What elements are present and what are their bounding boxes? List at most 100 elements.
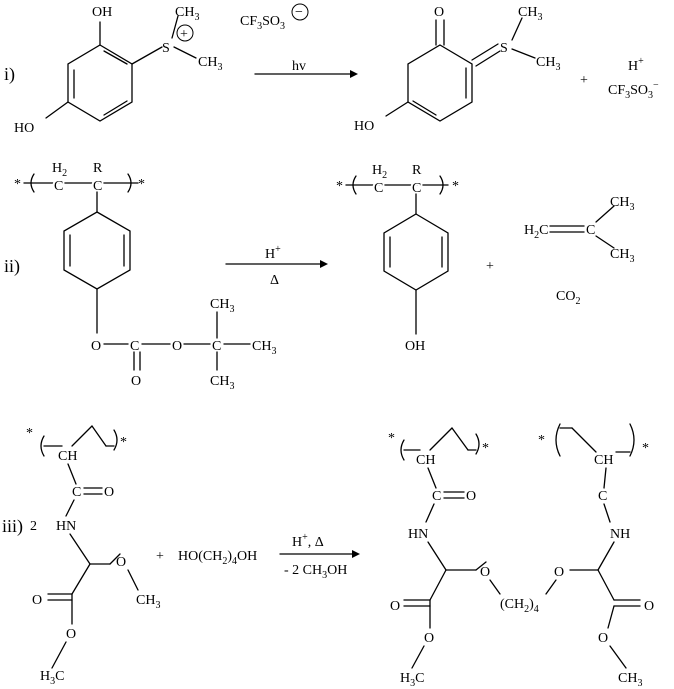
isobutene-me-2: CH3 (610, 247, 634, 265)
isobutene-c: C (586, 223, 595, 238)
aryl-o: O (91, 339, 101, 354)
plus-iii: + (156, 549, 164, 564)
product-linker: (CH2)4 (500, 597, 539, 615)
benzene-ring (68, 45, 132, 121)
reaction-ii: ii) * * H2 C R C O C O O C (4, 161, 634, 392)
arrow-ii-bottom: Δ (270, 273, 279, 288)
product-hydroxyl: HO (354, 119, 374, 134)
svg-text:O: O (390, 599, 400, 614)
product-ii-polyhydroxystyrene: * * H2 C R C OH (336, 163, 459, 354)
amide-nh: HN (56, 519, 76, 534)
tbu-me-1: CH3 (210, 297, 234, 315)
product-ch-2: CH (594, 453, 613, 468)
isobutene-h2c: H2C (524, 223, 548, 241)
chain-end-right: * (120, 435, 127, 450)
product-end-2: * (482, 441, 489, 456)
reactant-i-phenol-sulfonium: OH HO S + CH3 CH3 (14, 5, 222, 136)
product-hn: HN (408, 527, 428, 542)
positive-charge: + (180, 27, 188, 42)
reaction-i: i) OH HO S + CH3 CH3 CF3SO3 − hv (4, 4, 659, 136)
negative-charge: − (295, 5, 303, 20)
svg-text:O: O (598, 631, 608, 646)
sulfonium-s: S (162, 41, 170, 56)
product-end-4: * (642, 441, 649, 456)
reactant-ii-tboc-polymer: * * H2 C R C O C O O C CH3 (14, 161, 276, 392)
hydroxyl-bottom: HO (14, 121, 34, 136)
product-hydroxyl: OH (405, 339, 425, 354)
svg-text:O: O (644, 599, 654, 614)
product-r-group: R (412, 163, 422, 178)
reactant-iii-mageme-polymer: * CH * C O HN O CH3 O (26, 426, 160, 687)
isobutene: H2C C CH3 CH3 (524, 195, 634, 265)
methyl-b: CH3 (198, 55, 222, 73)
amide-o: O (104, 485, 114, 500)
carbonyl-o: O (434, 5, 444, 20)
arrow-iii-top: H+, Δ (292, 532, 324, 550)
triflate-byproduct: CF3SO3− (608, 80, 659, 101)
ether-me: CH3 (136, 593, 160, 611)
chain-end-left: * (26, 426, 33, 441)
tbu-me-2: CH3 (252, 339, 276, 357)
arrow-iii-head (352, 550, 360, 558)
svg-text:C: C (412, 181, 421, 196)
benzene-ring (64, 212, 130, 289)
r-group: R (93, 161, 103, 176)
plus-ii: + (486, 259, 494, 274)
hydroxyl-top: OH (92, 5, 112, 20)
proton: H+ (628, 56, 644, 74)
product-end-1: * (388, 431, 395, 446)
coefficient-2: 2 (30, 519, 37, 534)
ester-carbonyl-o: O (32, 593, 42, 608)
svg-text:C: C (432, 489, 441, 504)
co2: CO2 (556, 289, 580, 307)
carbonyl-o: O (131, 374, 141, 389)
product-me-right: CH3 (618, 671, 642, 689)
svg-text:C: C (598, 489, 607, 504)
chain-end-right: * (138, 177, 145, 192)
product-chain-end-left: * (336, 179, 343, 194)
product-iii-crosslinked: * CH * C O HN O (CH2)4 O (388, 424, 654, 689)
ch2-c: C (54, 179, 63, 194)
reaction-label-i: i) (4, 64, 15, 85)
product-benzene (384, 214, 448, 290)
ester-me: H3C (40, 669, 64, 687)
product-methyl-b: CH3 (536, 55, 560, 73)
reaction-label-iii: iii) (2, 516, 23, 537)
product-nh: NH (610, 527, 630, 542)
reaction-label-ii: ii) (4, 256, 20, 277)
ch2-h2: H2 (52, 161, 67, 179)
arrow-i-head (350, 70, 358, 78)
counterion-triflate: CF3SO3 (240, 14, 285, 32)
arrow-iii-bottom: - 2 CH3OH (284, 563, 347, 581)
svg-text:C: C (374, 181, 383, 196)
backbone-ch: CH (58, 449, 77, 464)
cyclohexadienone-ring (408, 45, 472, 121)
ether-o: O (116, 555, 126, 570)
isobutene-me-1: CH3 (610, 195, 634, 213)
svg-text:O: O (424, 631, 434, 646)
arrow-i-label: hv (292, 59, 306, 74)
amide-c: C (72, 485, 81, 500)
carbonate-c: C (130, 339, 139, 354)
product-sulfur: S (500, 41, 508, 56)
ester-o: O (66, 627, 76, 642)
product-me-left: H3C (400, 671, 424, 689)
chain-end-left: * (14, 177, 21, 192)
arrow-ii-top: H+ (265, 244, 281, 262)
arrow-ii-head (320, 260, 328, 268)
product-i: O S CH3 CH3 HO (354, 5, 560, 134)
ester-o: O (172, 339, 182, 354)
product-chain-end-right: * (452, 179, 459, 194)
methyl-a: CH3 (175, 5, 199, 23)
tbu-me-3: CH3 (210, 374, 234, 392)
svg-text:O: O (466, 489, 476, 504)
product-ch-1: CH (416, 453, 435, 468)
product-ch2-h2: H2 (372, 163, 387, 181)
product-end-3: * (538, 433, 545, 448)
plus-i: + (580, 73, 588, 88)
butanediol: HO(CH2)4OH (178, 549, 257, 567)
reaction-iii: iii) 2 * CH * C O HN O CH3 (2, 424, 654, 689)
product-o-left: O (480, 565, 490, 580)
product-o-right: O (554, 565, 564, 580)
backbone-c: C (93, 179, 102, 194)
